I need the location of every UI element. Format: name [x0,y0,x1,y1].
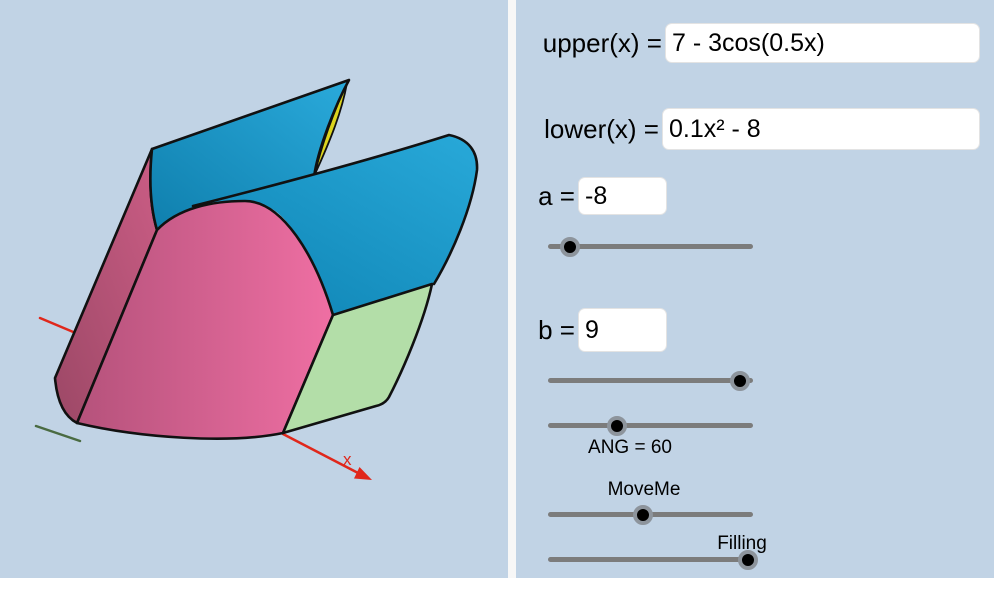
slider-a-thumb[interactable] [559,237,580,257]
a-value-input[interactable] [578,177,667,215]
slider-filling-label: Filling [717,533,767,554]
slider-filling-thumb[interactable] [738,550,759,570]
upper-surface-front-band-edge [191,133,479,286]
slider-filling-track[interactable] [548,557,753,562]
y-axis-segment [34,424,82,443]
b-value-label: b = [538,315,575,345]
bottom-bar [0,578,994,591]
upper-function-label: upper(x) = [542,28,662,58]
slider-b[interactable] [548,371,753,391]
lower-function-label: lower(x) = [544,114,659,144]
slider-moveme[interactable] [548,505,753,525]
upper-function-input[interactable] [665,23,980,63]
x-axis-positive-segment [281,432,362,476]
cross-section-green [281,282,434,435]
graphics-3d-view[interactable]: x [0,0,508,578]
solid-between-curves-figure: x [34,78,479,480]
b-value-input[interactable] [578,308,667,352]
x-axis-negative-segment [38,316,80,336]
lower-function-input[interactable] [662,108,980,150]
controls-panel: upper(x) = lower(x) = a = b = ANG = 60 M… [516,0,994,578]
slider-ang[interactable] [548,416,753,436]
slider-a[interactable] [548,237,753,257]
slider-a-track[interactable] [548,244,753,249]
panel-splitter[interactable] [508,0,516,591]
axes [34,316,362,476]
a-value-label: a = [538,181,575,211]
slider-moveme-label: MoveMe [607,479,681,500]
x-axis-label: x [343,450,352,469]
slider-ang-track[interactable] [548,423,753,428]
slider-b-thumb[interactable] [730,371,751,391]
slider-ang-label: ANG = 60 [588,437,672,458]
slider-moveme-thumb[interactable] [632,505,653,525]
slider-ang-thumb[interactable] [607,416,628,436]
x-axis-arrowhead [354,467,372,480]
upper-surface-front-band [193,135,478,315]
front-wall-pink [75,199,335,440]
slider-b-track[interactable] [548,378,753,383]
slider-filling[interactable] [548,550,759,570]
